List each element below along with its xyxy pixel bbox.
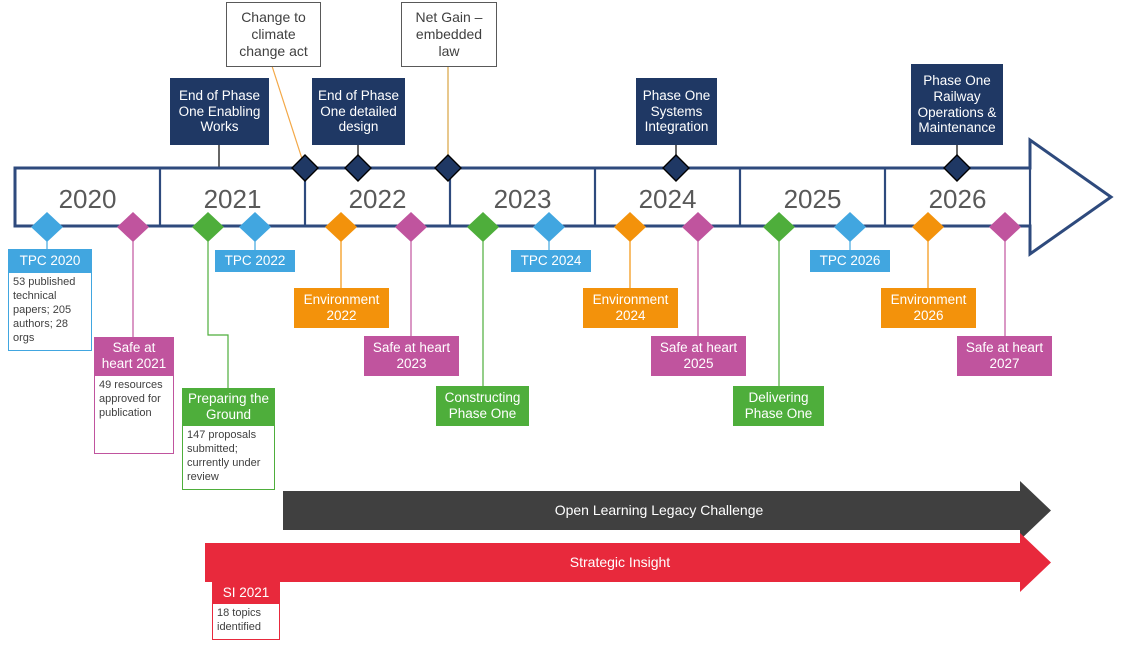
year-label-2025: 2025 (783, 184, 842, 214)
marker-diamond-safe-2021 (117, 212, 149, 242)
milestone-diamonds (291, 154, 971, 182)
tag-header-si-2021: SI 2021 (212, 582, 280, 603)
year-label-2020: 2020 (58, 184, 117, 214)
year-label-2021: 2021 (203, 184, 262, 214)
tag-body-si-2021: 18 topics identified (212, 603, 280, 640)
milestone-box-end-of-phase-one-enabling-works: End of Phase One Enabling Works (170, 78, 269, 145)
milestone-box-end-of-phase-one-detailed-design: End of Phase One detailed design (312, 78, 405, 145)
callout-net-gain-embedded-law: Net Gain – embedded law (401, 2, 497, 67)
year-label-2022: 2022 (348, 184, 407, 214)
marker-diamond-tpc-2024 (533, 212, 565, 242)
marker-diamond-tpc-2020 (31, 212, 63, 242)
milestone-diamond-railway-ops (943, 154, 971, 182)
marker-diamond-preparing-ground (192, 212, 224, 242)
tag-header-safe-at-heart-2025: Safe at heart 2025 (651, 336, 746, 376)
year-label-2024: 2024 (638, 184, 697, 214)
marker-diamond-tpc-2026 (834, 212, 866, 242)
marker-diamond-environment-2026 (912, 212, 944, 242)
connector-change-climate (271, 65, 306, 169)
tag-header-environment-2022: Environment 2022 (294, 288, 389, 328)
marker-diamond-environment-2024 (614, 212, 646, 242)
tag-header-safe-at-heart-2027: Safe at heart 2027 (957, 336, 1052, 376)
connector-preparing-ground (207, 228, 229, 389)
marker-diamond-tpc-2022 (239, 212, 271, 242)
marker-diamond-safe-2025 (682, 212, 714, 242)
band-arrow-open-learning (283, 481, 1051, 540)
milestone-box-phase-one-systems-integration: Phase One Systems Integration (636, 78, 717, 145)
milestone-diamond-systems-integration (662, 154, 690, 182)
tag-header-preparing-the-ground: Preparing the Ground (182, 388, 275, 425)
band-label-strategic-insight: Strategic Insight (569, 554, 671, 570)
marker-diamond-safe-2027 (989, 212, 1021, 242)
callout-change-to-climate-change-act: Change to climate change act (226, 2, 321, 67)
tag-header-delivering-phase-one: Delivering Phase One (733, 386, 824, 426)
tag-body-safe-at-heart-2021: 49 resources approved for publication (94, 375, 174, 454)
milestone-diamond-net-gain (434, 154, 462, 182)
milestone-diamond-enabling-works (291, 154, 319, 182)
tag-header-tpc-2022: TPC 2022 (215, 250, 295, 272)
band-label-open-learning-legacy-challenge: Open Learning Legacy Challenge (554, 502, 764, 518)
tag-header-constructing-phase-one: Constructing Phase One (436, 386, 529, 426)
tag-header-environment-2026: Environment 2026 (881, 288, 976, 328)
marker-diamond-delivering-p1 (763, 212, 795, 242)
year-label-2026: 2026 (928, 184, 987, 214)
tag-header-tpc-2024: TPC 2024 (511, 250, 591, 272)
band-arrow-strategic-insight (205, 533, 1051, 592)
tag-body-preparing-the-ground: 147 proposals submitted; currently under… (182, 425, 275, 490)
year-label-2023: 2023 (493, 184, 552, 214)
marker-diamond-environment-2022 (325, 212, 357, 242)
tag-header-tpc-2026: TPC 2026 (810, 250, 890, 272)
milestone-box-phase-one-railway-operations-maintenance: Phase One Railway Operations & Maintenan… (911, 64, 1003, 145)
tag-header-environment-2024: Environment 2024 (583, 288, 678, 328)
workstream-diamonds (31, 212, 1021, 242)
tag-header-safe-at-heart-2021: Safe at heart 2021 (94, 337, 174, 375)
milestone-diamond-detailed-design (344, 154, 372, 182)
tag-body-tpc-2020: 53 published technical papers; 205 autho… (8, 272, 92, 351)
marker-diamond-safe-2023 (395, 212, 427, 242)
tag-header-safe-at-heart-2023: Safe at heart 2023 (364, 336, 459, 376)
tag-header-tpc-2020: TPC 2020 (8, 249, 92, 272)
marker-diamond-constructing-p1 (467, 212, 499, 242)
